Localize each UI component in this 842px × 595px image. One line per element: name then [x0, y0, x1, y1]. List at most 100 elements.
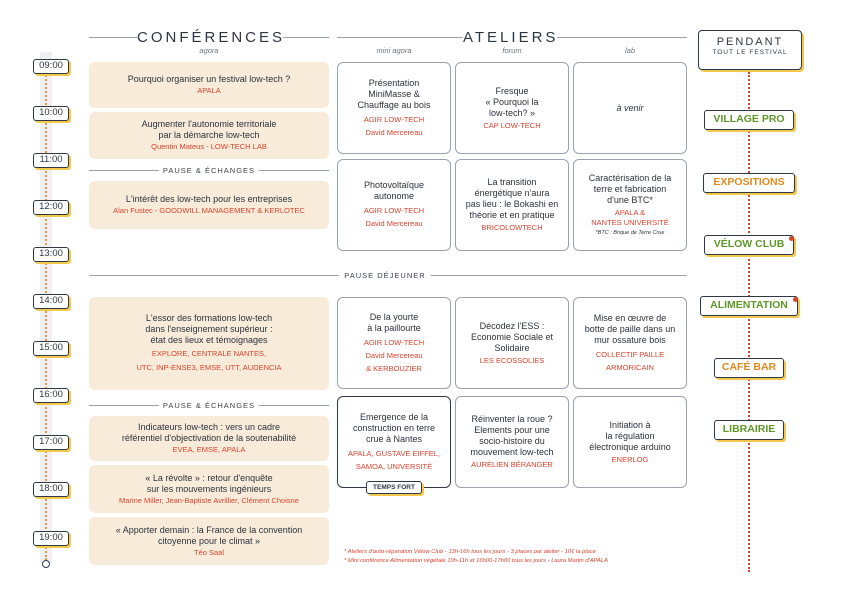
velow-club-dot: [789, 236, 794, 241]
workshop-organizer: ENERLOG: [611, 454, 649, 464]
workshop-note: *BTC : Brique de Terre Crue: [595, 230, 665, 236]
timeline-dots: [45, 60, 47, 560]
conference-title: Indicateurs low-tech : vers un cadre réf…: [121, 422, 297, 443]
workshop-organizer: AGIR LOW-TECH David Mercereau: [363, 114, 425, 137]
alimentation-dot: [793, 297, 798, 302]
workshop-organizer: BRICOLOWTECH: [481, 223, 543, 232]
ateliers-header-rule-right: [557, 37, 687, 38]
ateliers-header-rule-left: [337, 37, 463, 38]
sidebar-title: PENDANT: [716, 36, 784, 48]
workshop-title: Emergence de la construction en terre cr…: [352, 411, 436, 444]
pause-rule: [259, 170, 329, 171]
workshop-organizer: AGIR LOW-TECH David Mercereau: [363, 206, 425, 228]
workshop-title: La transition énergétique n'aura pas lie…: [465, 177, 559, 220]
workshop-card[interactable]: Fresque « Pourquoi la low-tech? » CAP LO…: [455, 62, 569, 154]
time-tick: 09:00: [33, 59, 69, 74]
time-tick: 13:00: [33, 247, 69, 262]
time-tick: 10:00: [33, 106, 69, 121]
conference-speaker: Quentin Mateus - LOW-TECH LAB: [151, 142, 267, 151]
workshop-title: Caractérisation de la terre et fabricati…: [588, 173, 672, 205]
workshop-card[interactable]: à venir: [573, 62, 687, 154]
pause-rule: [259, 405, 329, 406]
time-tick: 16:00: [33, 388, 69, 403]
conference-speaker: Téo Saal: [193, 547, 225, 557]
conferences-header-rule-right: [283, 37, 329, 38]
workshop-organizer: COLLECTIF PAILLE ARMORICAIN: [595, 349, 665, 372]
conference-card[interactable]: « La révolte » : retour d'enquête sur le…: [89, 465, 329, 513]
workshop-card[interactable]: Caractérisation de la terre et fabricati…: [573, 159, 687, 251]
footnote: * Mini conférence Alimentation végétale …: [344, 558, 608, 564]
lunch-rule: [431, 275, 687, 276]
workshop-title: Mise en œuvre de botte de paille dans un…: [584, 312, 676, 345]
conference-speaker: Alan Fustec - GOODWILL MANAGEMENT & KERL…: [113, 206, 305, 215]
workshop-card[interactable]: Photovoltaïque autonome AGIR LOW-TECH Da…: [337, 159, 451, 251]
conference-title: L'intérêt des low-tech pour les entrepri…: [125, 194, 293, 204]
conference-title: Pourquoi organiser un festival low-tech …: [127, 74, 291, 84]
workshop-organizer: APALA & NANTES UNIVERSITÉ: [591, 208, 669, 227]
workshop-title: Fresque « Pourquoi la low-tech? »: [485, 85, 539, 118]
time-tick: 12:00: [33, 200, 69, 215]
time-tick: 11:00: [33, 153, 69, 168]
conferences-subheader: agora: [199, 46, 219, 55]
time-tick: 18:00: [33, 482, 69, 497]
conference-card[interactable]: Augmenter l'autonomie territoriale par l…: [89, 112, 329, 159]
workshop-card-highlighted[interactable]: Emergence de la construction en terre cr…: [337, 396, 451, 488]
workshop-organizer: APALA, GUSTAVE EIFFEL, SAMOA, UNIVERSITÉ: [347, 448, 441, 471]
conferences-header-rule-left: [89, 37, 137, 38]
workshop-card[interactable]: Présentation MiniMasse & Chauffage au bo…: [337, 62, 451, 154]
sidebar-item-velow-club[interactable]: VÉLOW CLUB: [704, 235, 794, 255]
pause-label: PAUSE & ÉCHANGES: [162, 166, 256, 175]
sidebar-item-cafe-bar[interactable]: CAFÉ BAR: [714, 358, 784, 378]
pause-rule: [89, 405, 159, 406]
conference-speaker: EVEA, EMSE, APALA: [172, 445, 246, 454]
workshop-title: Réinventer la roue ? Elements pour une s…: [470, 414, 554, 457]
ateliers-header: ATELIERS: [463, 29, 559, 46]
conference-title: « Apporter demain : la France de la conv…: [115, 524, 303, 546]
sidebar-item-expositions[interactable]: EXPOSITIONS: [703, 173, 795, 193]
conference-card[interactable]: L'essor des formations low-tech dans l'e…: [89, 297, 329, 390]
sidebar-item-village-pro[interactable]: VILLAGE PRO: [704, 110, 794, 130]
workshop-card[interactable]: Décodez l'ESS : Economie Sociale et Soli…: [455, 297, 569, 389]
workshop-organizer: AGIR LOW-TECH David Mercereau & KERBOUZI…: [363, 337, 425, 373]
sidebar-dotted-line: [748, 72, 750, 572]
conference-title: L'essor des formations low-tech dans l'e…: [145, 312, 273, 345]
time-tick: 17:00: [33, 435, 69, 450]
workshop-card[interactable]: Réinventer la roue ? Elements pour une s…: [455, 396, 569, 488]
conference-card[interactable]: Pourquoi organiser un festival low-tech …: [89, 62, 329, 108]
temps-fort-badge: TEMPS FORT: [366, 481, 422, 494]
lunch-break-label: PAUSE DÉJEUNER: [344, 271, 426, 280]
conference-card[interactable]: Indicateurs low-tech : vers un cadre réf…: [89, 416, 329, 461]
subheader-lab: lab: [624, 46, 635, 55]
timeline-end-marker: [42, 560, 50, 568]
time-tick: 19:00: [33, 531, 69, 546]
pause-label: PAUSE & ÉCHANGES: [162, 401, 256, 410]
conference-title: « La révolte » : retour d'enquête sur le…: [145, 472, 273, 494]
conferences-header: CONFÉRENCES: [137, 29, 286, 46]
festival-sidebar-header: PENDANT TOUT LE FESTIVAL: [698, 30, 802, 70]
conference-speaker: EXPLORE, CENTRALE NANTES, UTC, INP-ENSE3…: [136, 348, 282, 372]
conference-speaker: Marine Miller, Jean-Baptiste Avrillier, …: [119, 495, 299, 505]
time-tick: 15:00: [33, 341, 69, 356]
conference-card[interactable]: L'intérêt des low-tech pour les entrepri…: [89, 181, 329, 229]
conference-card[interactable]: « Apporter demain : la France de la conv…: [89, 517, 329, 565]
workshop-title: à venir: [616, 102, 644, 113]
subheader-mini-agora: mini agora: [376, 46, 412, 55]
workshop-card[interactable]: Initiation à la régulation électronique …: [573, 396, 687, 488]
workshop-title: Initiation à la régulation électronique …: [589, 419, 671, 452]
lunch-rule: [89, 275, 339, 276]
workshop-card[interactable]: La transition énergétique n'aura pas lie…: [455, 159, 569, 251]
workshop-organizer: CAP LOW-TECH: [483, 120, 541, 130]
sidebar-item-librairie[interactable]: LIBRAIRIE: [714, 420, 784, 440]
sidebar-subtitle: TOUT LE FESTIVAL: [712, 49, 788, 56]
workshop-organizer: LES ECOSSOLIES: [479, 355, 545, 365]
workshop-title: Présentation MiniMasse & Chauffage au bo…: [357, 77, 431, 110]
workshop-organizer: AURÉLIEN BÉRANGER: [471, 460, 553, 469]
conference-title: Augmenter l'autonomie territoriale par l…: [141, 119, 277, 140]
workshop-title: Photovoltaïque autonome: [363, 180, 425, 201]
pause-rule: [89, 170, 159, 171]
conference-speaker: APALA: [197, 86, 221, 95]
workshop-card[interactable]: De la yourte à la paillourte AGIR LOW-TE…: [337, 297, 451, 389]
workshop-title: Décodez l'ESS : Economie Sociale et Soli…: [470, 320, 554, 353]
workshop-card[interactable]: Mise en œuvre de botte de paille dans un…: [573, 297, 687, 389]
sidebar-item-alimentation[interactable]: ALIMENTATION: [700, 296, 798, 316]
